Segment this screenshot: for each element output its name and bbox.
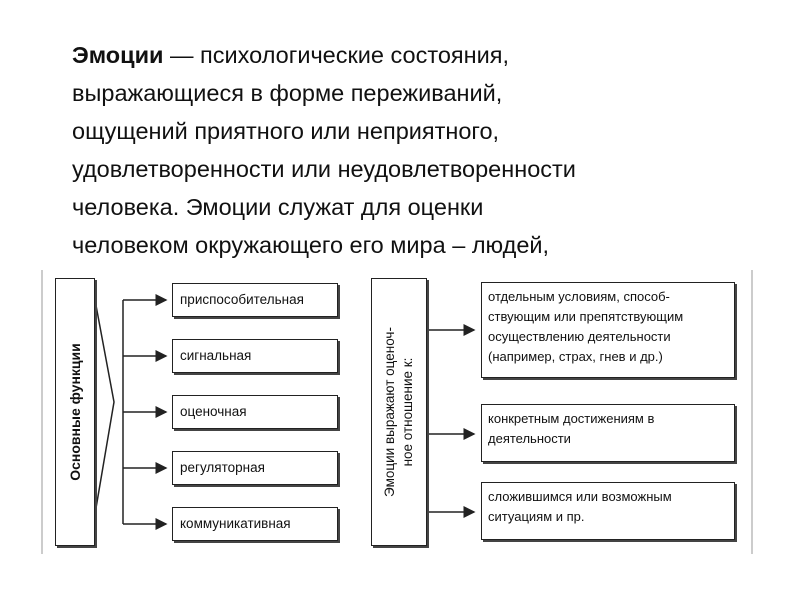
intro-line-1-rest: — психологические состояния, [163,42,510,68]
result-box-2: конкретным достижениям в деятельности [481,404,735,462]
function-box-5: коммуникативная [172,507,338,541]
intro-line-3: ощущений приятного или неприятного, [72,118,500,144]
middle-evaluation-box: Эмоции выражают оценоч- ное отношение к: [371,278,427,546]
intro-paragraph: Эмоции — психологические состояния, выра… [72,36,772,264]
intro-line-5: человека. Эмоции служат для оценки [72,194,484,220]
function-box-2: сигнальная [172,339,338,373]
intro-line-2: выражающиеся в форме переживаний, [72,80,503,106]
intro-line-6: человеком окружающего его мира – людей, [72,232,550,258]
result-1-line-2: ствующим или препятствующим [488,309,684,324]
intro-line-4: удовлетворенности или неудовлетворенност… [72,156,576,182]
result-1-line-3: осуществлению деятельности [488,329,671,344]
result-3-line-2: ситуациям и пр. [488,509,585,524]
result-box-1: отдельным условиям, способ- ствующим или… [481,282,735,378]
result-2-line-2: деятельности [488,431,571,446]
main-functions-label: Основные функции [67,343,84,481]
result-1-line-1: отдельным условиям, способ- [488,289,670,304]
main-box-pointer [94,299,115,515]
result-3-line-1: сложившимся или возможным [488,489,672,504]
middle-evaluation-label: Эмоции выражают оценоч- ное отношение к: [381,327,417,497]
result-box-3: сложившимся или возможным ситуациям и пр… [481,482,735,540]
middle-label-line-1: Эмоции выражают оценоч- [382,327,398,497]
emotion-functions-diagram: Основные функции приспособительная сигна… [0,262,800,562]
function-box-4: регуляторная [172,451,338,485]
intro-line-1: Эмоции — психологические состояния, [72,36,772,74]
function-box-3: оценочная [172,395,338,429]
main-functions-box: Основные функции [55,278,95,546]
diagram-connectors [41,270,753,554]
result-1-line-4: (например, страх, гнев и др.) [488,349,663,364]
intro-term: Эмоции [72,42,164,68]
result-2-line-1: конкретным достижениям в [488,411,655,426]
function-box-1: приспособительная [172,283,338,317]
middle-label-line-2: ное отношение к: [400,357,416,467]
